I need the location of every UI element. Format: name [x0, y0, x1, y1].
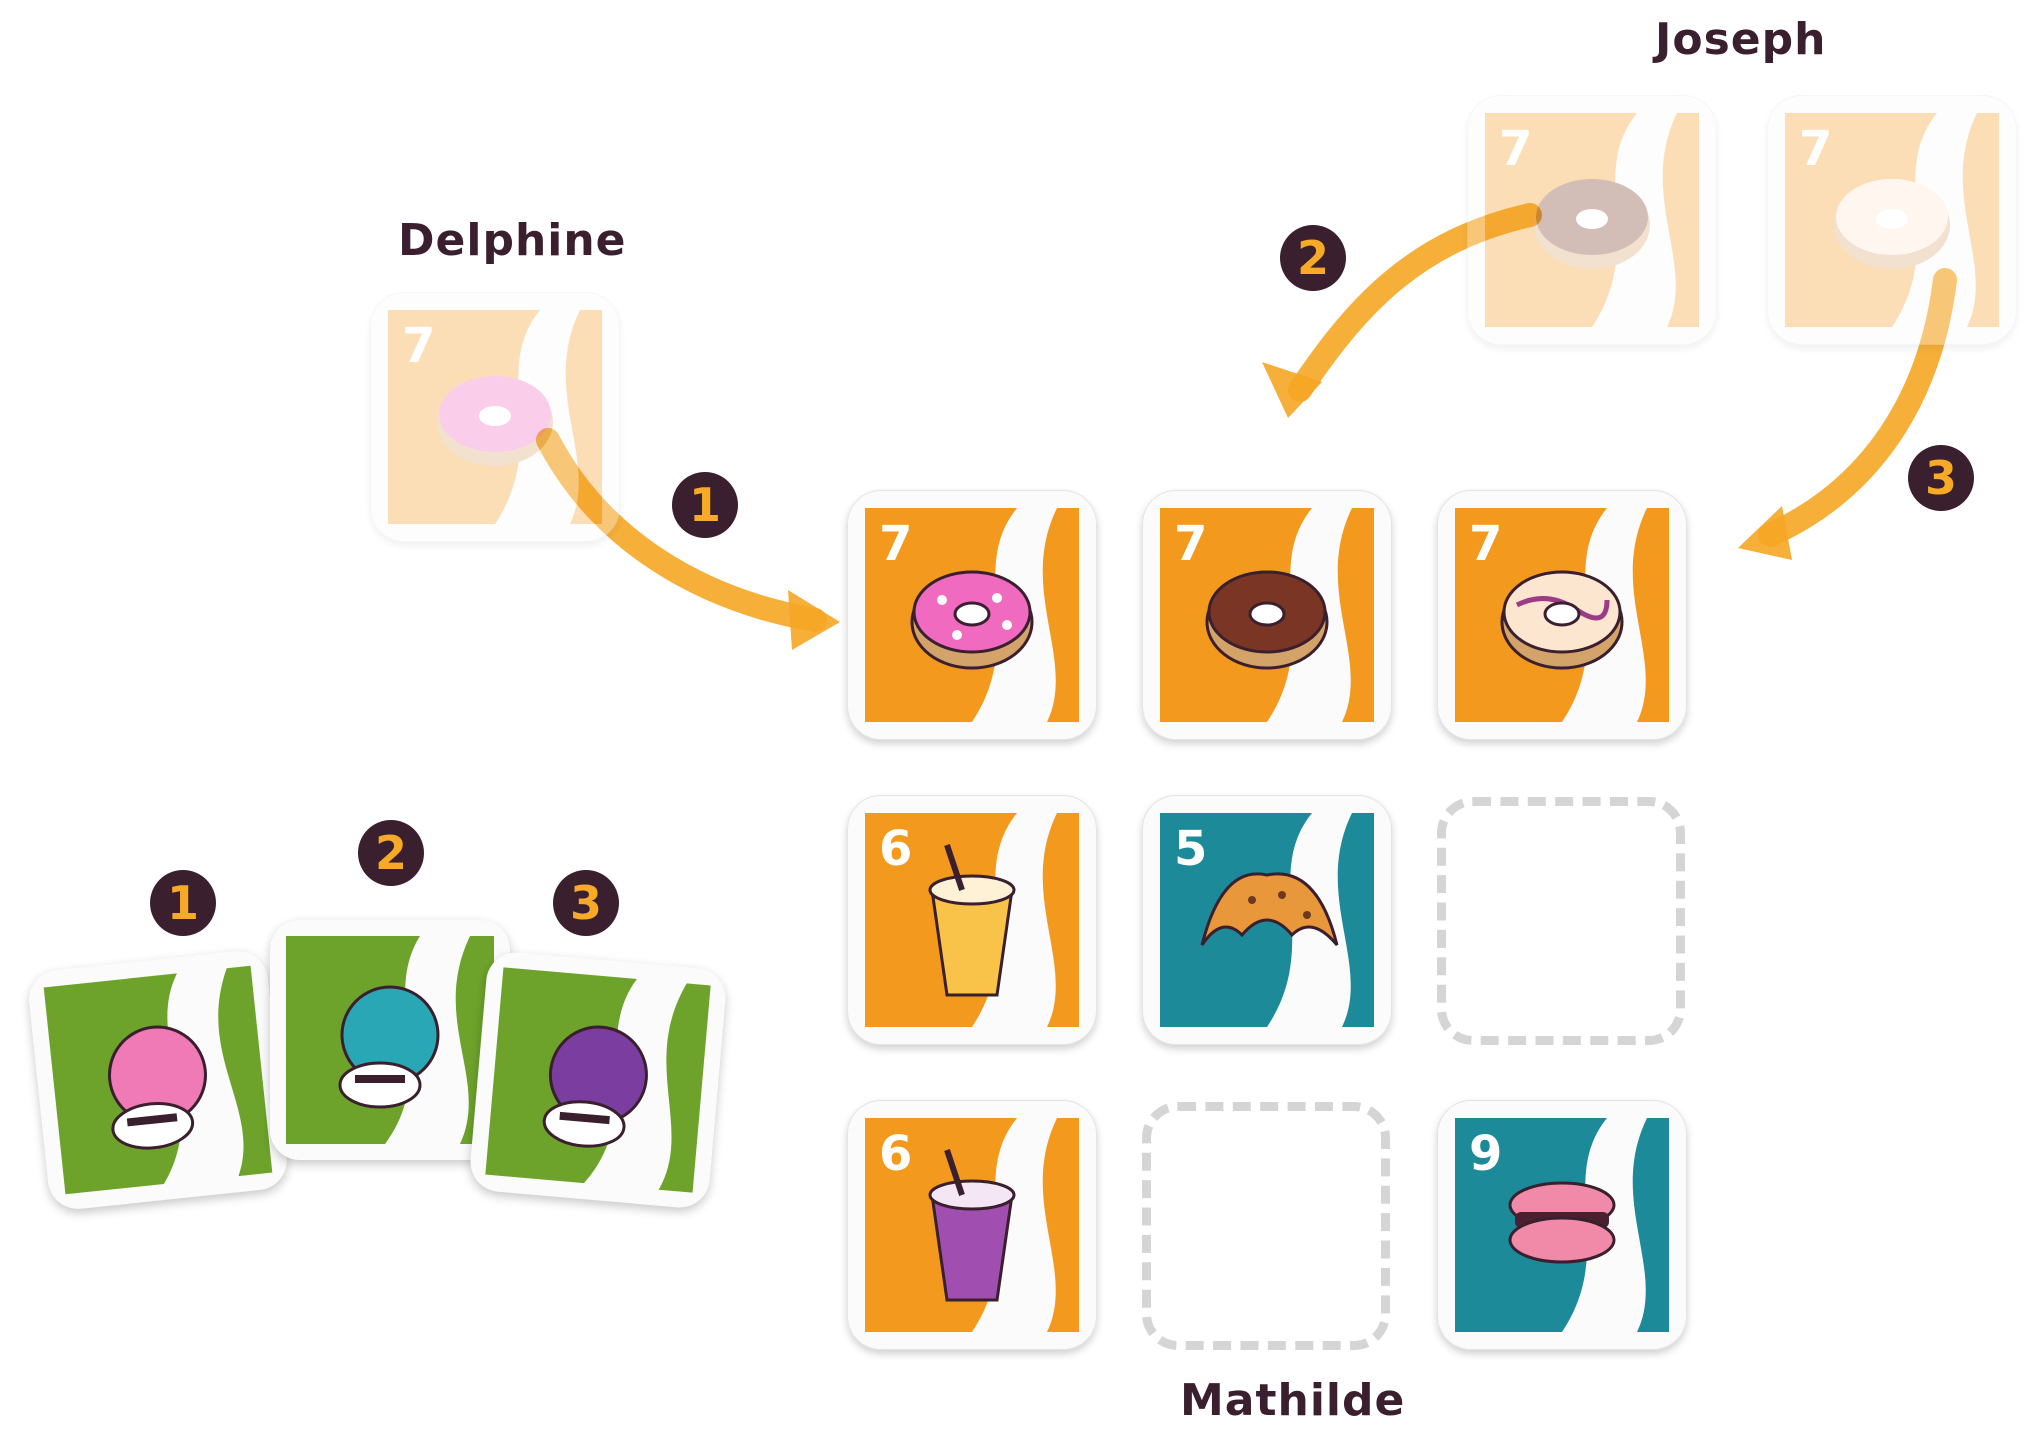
- raccoon-card-1[interactable]: [26, 948, 290, 1212]
- donut-vanilla-icon: [1502, 572, 1622, 668]
- grid-card-r3c3[interactable]: 9: [1437, 1100, 1687, 1350]
- arrow-2-head: [1262, 362, 1322, 418]
- card-value: 7: [1799, 121, 1832, 177]
- donut-pink-icon: [912, 572, 1032, 668]
- card-value: 7: [1469, 516, 1502, 572]
- raccoon-card-3[interactable]: [468, 950, 728, 1210]
- player-name-joseph: Joseph: [1655, 14, 1826, 65]
- delphine-hand-card[interactable]: 7: [370, 292, 620, 542]
- joseph-hand-card-1[interactable]: 7: [1467, 95, 1717, 345]
- step-badge-1: 1: [672, 472, 738, 538]
- empty-slot-r2c3[interactable]: [1437, 797, 1685, 1045]
- step-badge-2: 2: [1280, 225, 1346, 291]
- macaron-icon: [1510, 1183, 1614, 1262]
- raccoon-step-badge-1: 1: [150, 870, 216, 936]
- card-value: 6: [879, 821, 912, 877]
- raccoon-step-badge-3: 3: [553, 870, 619, 936]
- raccoon-step-badge-2: 2: [358, 820, 424, 886]
- card-value: 7: [1174, 516, 1207, 572]
- arrow-1-head: [788, 590, 840, 650]
- grid-card-r1c2[interactable]: 7: [1142, 490, 1392, 740]
- grid-card-r2c2[interactable]: 5: [1142, 795, 1392, 1045]
- grid-card-r1c3[interactable]: 7: [1437, 490, 1687, 740]
- card-value: 6: [879, 1126, 912, 1182]
- card-value: 7: [879, 516, 912, 572]
- player-name-delphine: Delphine: [398, 215, 627, 266]
- donut-pink-icon: [437, 376, 553, 466]
- card-value: 5: [1174, 821, 1207, 877]
- player-name-mathilde: Mathilde: [1180, 1375, 1405, 1426]
- joseph-hand-card-2[interactable]: 7: [1767, 95, 2017, 345]
- grid-card-r2c1[interactable]: 6: [847, 795, 1097, 1045]
- grid-card-r1c1[interactable]: 7: [847, 490, 1097, 740]
- arrow-3-head: [1738, 506, 1792, 560]
- step-badge-3: 3: [1908, 445, 1974, 511]
- raccoon-teal-icon: [340, 987, 438, 1107]
- card-value: 7: [1499, 121, 1532, 177]
- donut-chocolate-icon: [1534, 179, 1650, 269]
- donut-vanilla-icon: [1834, 179, 1950, 269]
- card-value: 9: [1469, 1126, 1502, 1182]
- card-value: 7: [402, 318, 435, 374]
- empty-slot-r3c2[interactable]: [1142, 1102, 1390, 1350]
- grid-card-r3c1[interactable]: 6: [847, 1100, 1097, 1350]
- donut-chocolate-icon: [1207, 572, 1327, 668]
